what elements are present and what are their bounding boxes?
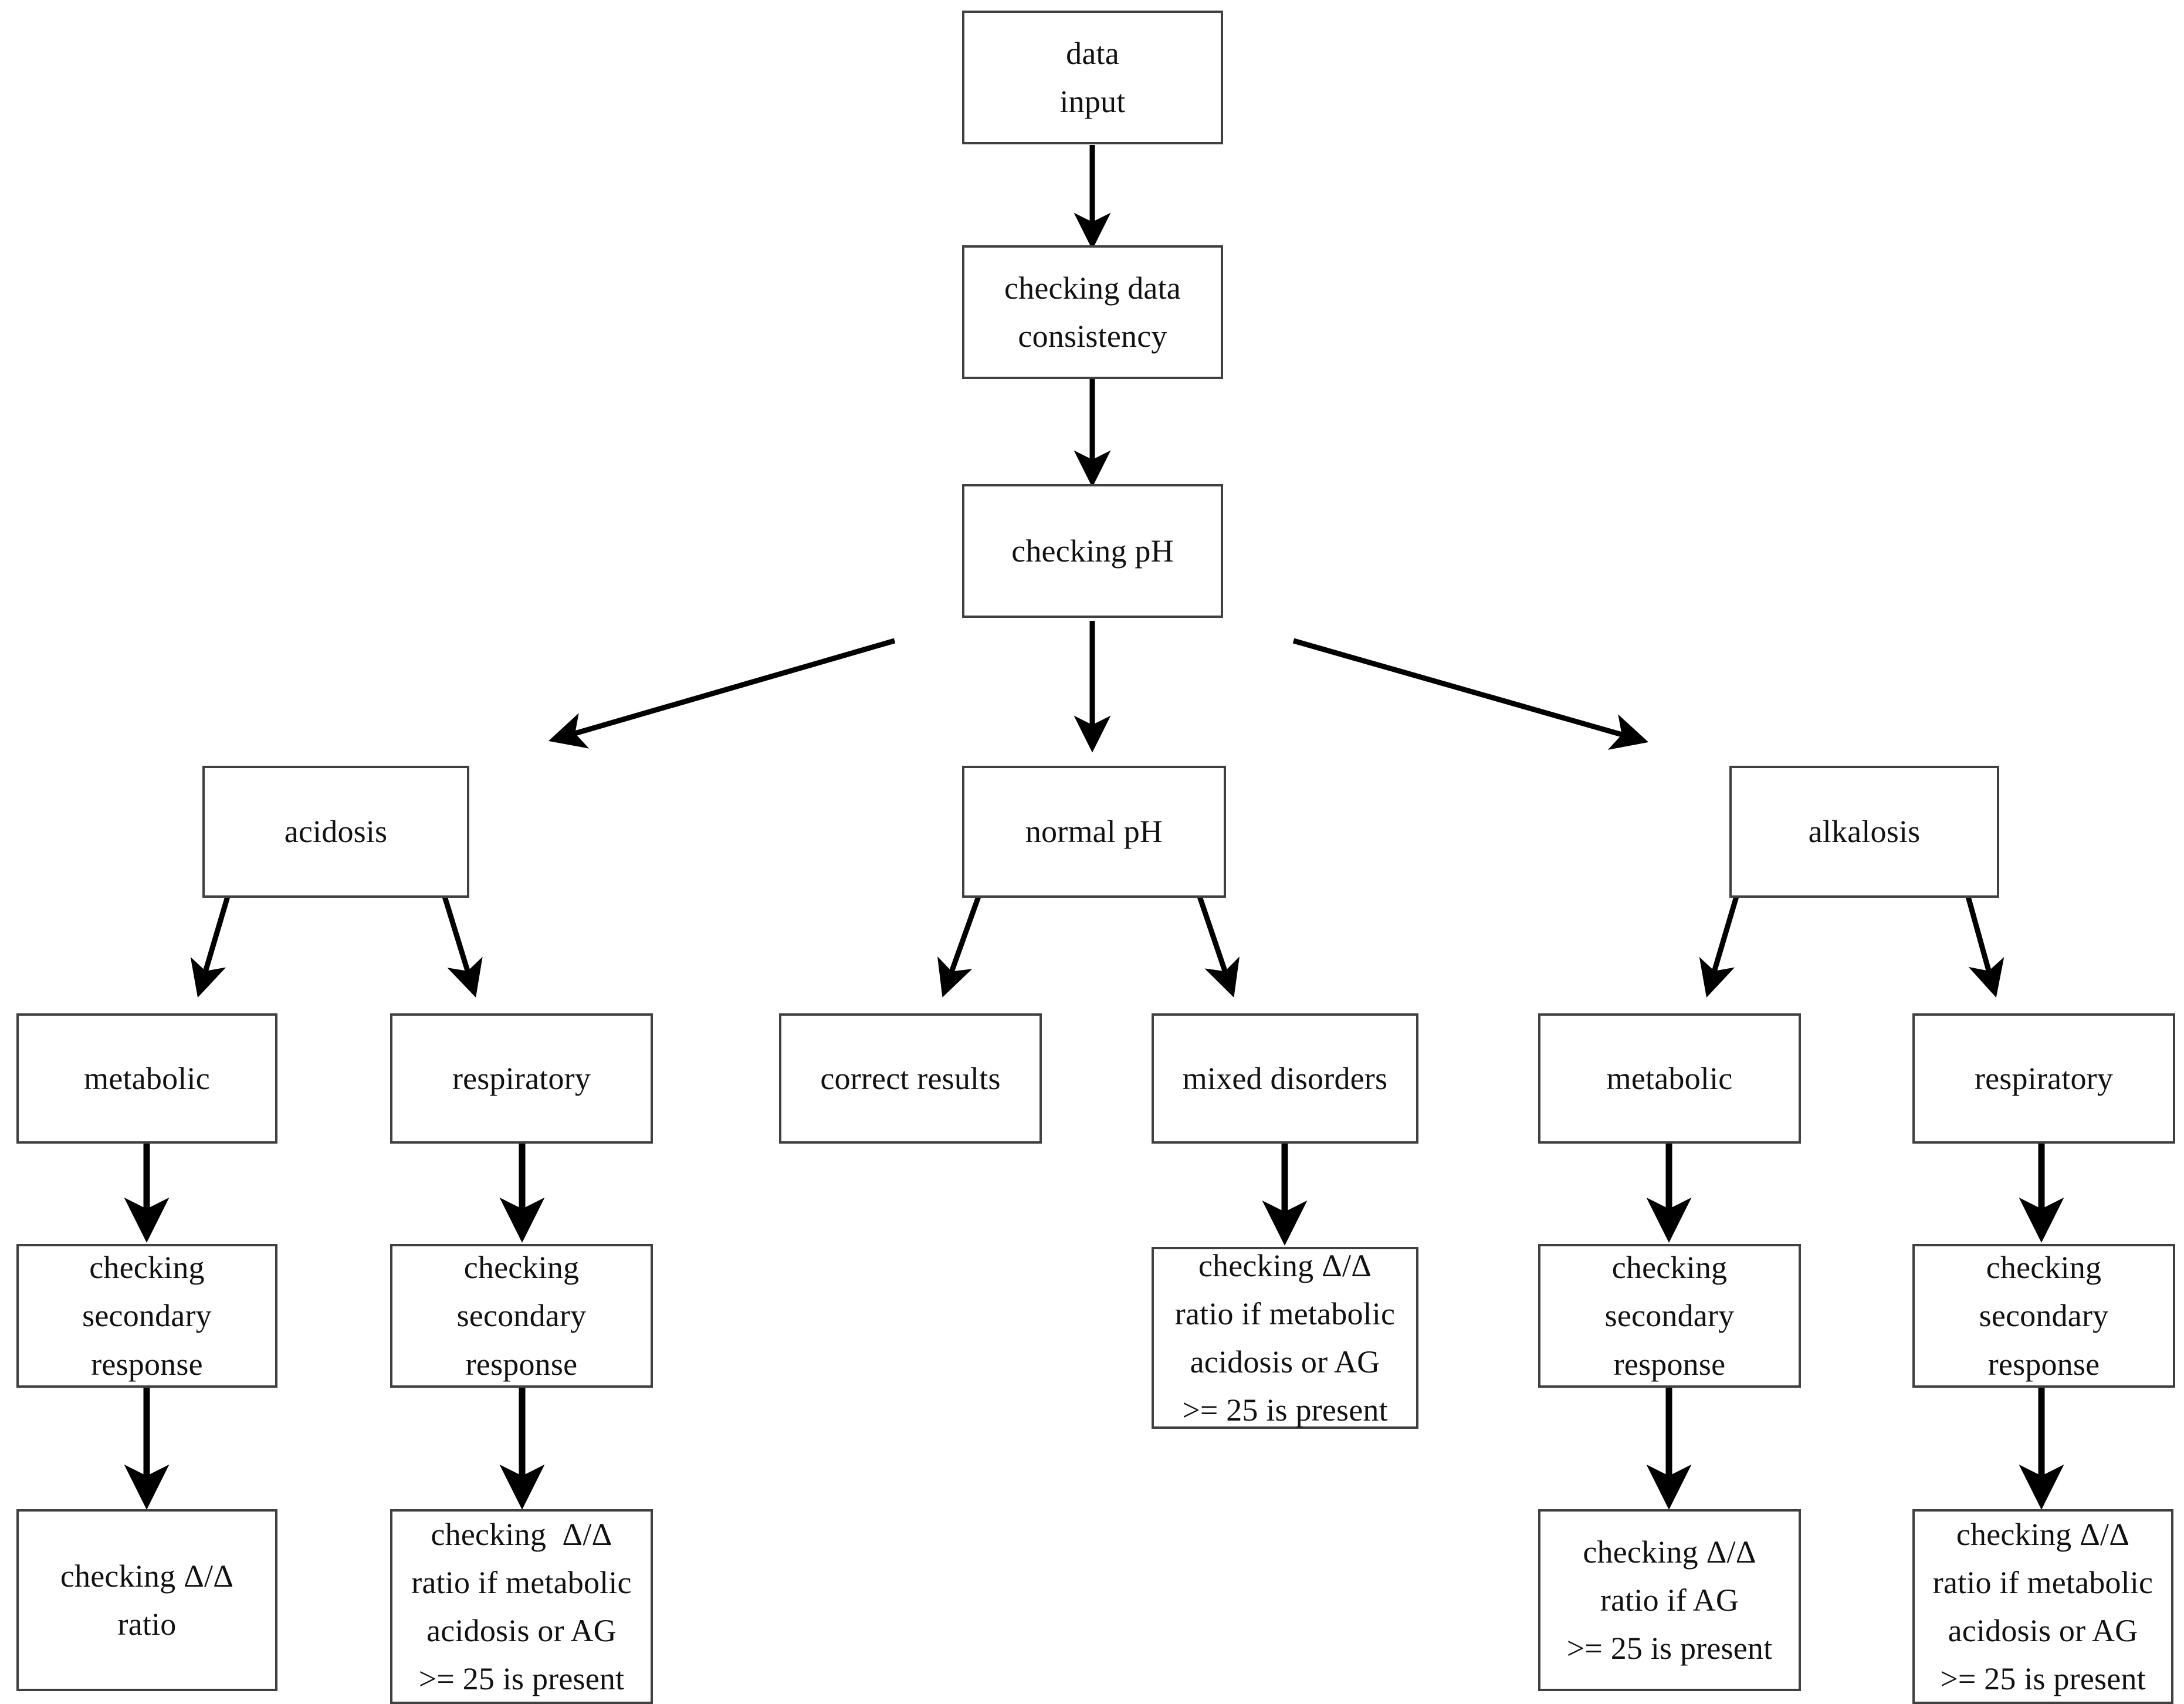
node-alkalosis-metabolic-delta-line-0: checking Δ/Δ	[1583, 1534, 1756, 1570]
node-acidosis-line-0: acidosis	[284, 814, 388, 850]
node-alkalosis-metabolic-secondary-line-0: checking	[1611, 1250, 1728, 1286]
node-acidosis-respiratory-secondary-line-2: response	[465, 1346, 578, 1382]
node-acidosis-metabolic-delta-line-0: checking Δ/Δ	[60, 1558, 234, 1594]
edge-normal-ph-to-correct-results	[937, 895, 981, 998]
edge-normal-ph-to-mixed-disorders	[1197, 895, 1240, 998]
node-acidosis-respiratory-line-0: respiratory	[452, 1060, 591, 1096]
node-acidosis-respiratory-delta-line-0: checking Δ/Δ	[431, 1516, 612, 1552]
node-acidosis-respiratory-delta-line-3: >= 25 is present	[418, 1661, 625, 1697]
edge-checking-ph-to-alkalosis	[1292, 638, 1649, 750]
node-alkalosis-metabolic-secondary[interactable]: checking secondary response	[1538, 1244, 1801, 1388]
node-acidosis-metabolic-delta[interactable]: checking Δ/Δ ratio	[16, 1509, 277, 1691]
edge-acidosis-to-respiratory	[442, 895, 483, 998]
node-alkalosis-respiratory[interactable]: respiratory	[1912, 1013, 2175, 1144]
node-acidosis-respiratory-secondary-line-1: secondary	[456, 1298, 587, 1334]
node-alkalosis-metabolic-delta-line-2: >= 25 is present	[1566, 1631, 1773, 1666]
node-alkalosis-metabolic-secondary-line-2: response	[1613, 1346, 1726, 1382]
node-mixed-disorders-delta-line-3: >= 25 is present	[1182, 1392, 1388, 1428]
node-acidosis-respiratory[interactable]: respiratory	[390, 1013, 653, 1144]
node-alkalosis-metabolic-secondary-line-1: secondary	[1604, 1298, 1735, 1334]
node-acidosis-metabolic-secondary-line-1: secondary	[82, 1298, 212, 1334]
node-acidosis-metabolic-line-0: metabolic	[84, 1060, 210, 1096]
node-acidosis-respiratory-secondary[interactable]: checking secondary response	[390, 1244, 653, 1388]
node-checking-data-consistency[interactable]: checking data consistency	[962, 245, 1223, 379]
node-normal-ph-line-0: normal pH	[1025, 814, 1163, 850]
node-acidosis-metabolic-delta-line-1: ratio	[117, 1607, 177, 1642]
node-alkalosis-respiratory-delta-line-3: >= 25 is present	[1940, 1661, 2146, 1697]
node-alkalosis-respiratory-delta-line-0: checking Δ/Δ	[1956, 1516, 2130, 1552]
node-correct-results[interactable]: correct results	[779, 1013, 1042, 1144]
node-acidosis-metabolic-secondary-line-0: checking	[89, 1250, 205, 1286]
node-alkalosis[interactable]: alkalosis	[1729, 766, 1999, 898]
node-alkalosis-respiratory-delta[interactable]: checking Δ/Δ ratio if metabolic acidosis…	[1912, 1509, 2173, 1704]
node-acidosis-metabolic[interactable]: metabolic	[16, 1013, 277, 1144]
node-checking-ph[interactable]: checking pH	[962, 484, 1223, 618]
node-acidosis-metabolic-secondary-line-2: response	[91, 1346, 203, 1382]
node-alkalosis-respiratory-secondary-line-0: checking	[1986, 1250, 2102, 1286]
node-alkalosis-respiratory-secondary-line-1: secondary	[1979, 1298, 2109, 1334]
edge-checking-ph-to-acidosis	[548, 638, 896, 749]
node-alkalosis-respiratory-secondary[interactable]: checking secondary response	[1912, 1244, 2175, 1388]
node-alkalosis-respiratory-line-0: respiratory	[1974, 1060, 2114, 1096]
node-acidosis[interactable]: acidosis	[202, 766, 469, 898]
node-normal-ph[interactable]: normal pH	[962, 766, 1226, 898]
node-acidosis-respiratory-delta-line-1: ratio if metabolic	[411, 1564, 632, 1600]
edge-alkalosis-to-respiratory	[1965, 895, 2004, 998]
node-acidosis-metabolic-secondary[interactable]: checking secondary response	[16, 1244, 277, 1388]
node-alkalosis-line-0: alkalosis	[1808, 814, 1921, 850]
node-alkalosis-respiratory-delta-line-1: ratio if metabolic	[1932, 1564, 2153, 1600]
edge-alkalosis-to-metabolic	[1699, 895, 1739, 998]
node-mixed-disorders-line-0: mixed disorders	[1182, 1060, 1388, 1096]
node-correct-results-line-0: correct results	[820, 1060, 1001, 1096]
node-data-input[interactable]: data input	[962, 11, 1223, 144]
node-acidosis-respiratory-delta-line-2: acidosis or AG	[426, 1613, 617, 1648]
node-mixed-disorders[interactable]: mixed disorders	[1152, 1013, 1418, 1144]
node-checking-data-consistency-line-0: checking data	[1004, 270, 1181, 306]
edge-acidosis-to-metabolic	[190, 895, 231, 998]
node-alkalosis-respiratory-delta-line-2: acidosis or AG	[1948, 1613, 2138, 1648]
node-alkalosis-metabolic[interactable]: metabolic	[1538, 1013, 1801, 1144]
node-mixed-disorders-delta-line-1: ratio if metabolic	[1174, 1296, 1396, 1331]
node-data-input-line-0: data	[1066, 35, 1119, 71]
node-checking-data-consistency-line-1: consistency	[1018, 319, 1167, 354]
node-mixed-disorders-delta[interactable]: checking Δ/Δ ratio if metabolic acidosis…	[1152, 1247, 1418, 1429]
node-mixed-disorders-delta-line-0: checking Δ/Δ	[1198, 1247, 1372, 1283]
node-checking-ph-line-0: checking pH	[1011, 533, 1174, 569]
node-alkalosis-metabolic-line-0: metabolic	[1606, 1060, 1733, 1096]
node-mixed-disorders-delta-line-2: acidosis or AG	[1190, 1344, 1380, 1380]
node-alkalosis-metabolic-delta-line-1: ratio if AG	[1600, 1582, 1739, 1618]
node-data-input-line-1: input	[1059, 84, 1126, 119]
node-acidosis-respiratory-secondary-line-0: checking	[463, 1250, 580, 1286]
node-alkalosis-respiratory-secondary-line-2: response	[1987, 1346, 2100, 1382]
node-alkalosis-metabolic-delta[interactable]: checking Δ/Δ ratio if AG >= 25 is presen…	[1538, 1509, 1801, 1691]
node-acidosis-respiratory-delta[interactable]: checking Δ/Δ ratio if metabolic acidosis…	[390, 1509, 653, 1704]
